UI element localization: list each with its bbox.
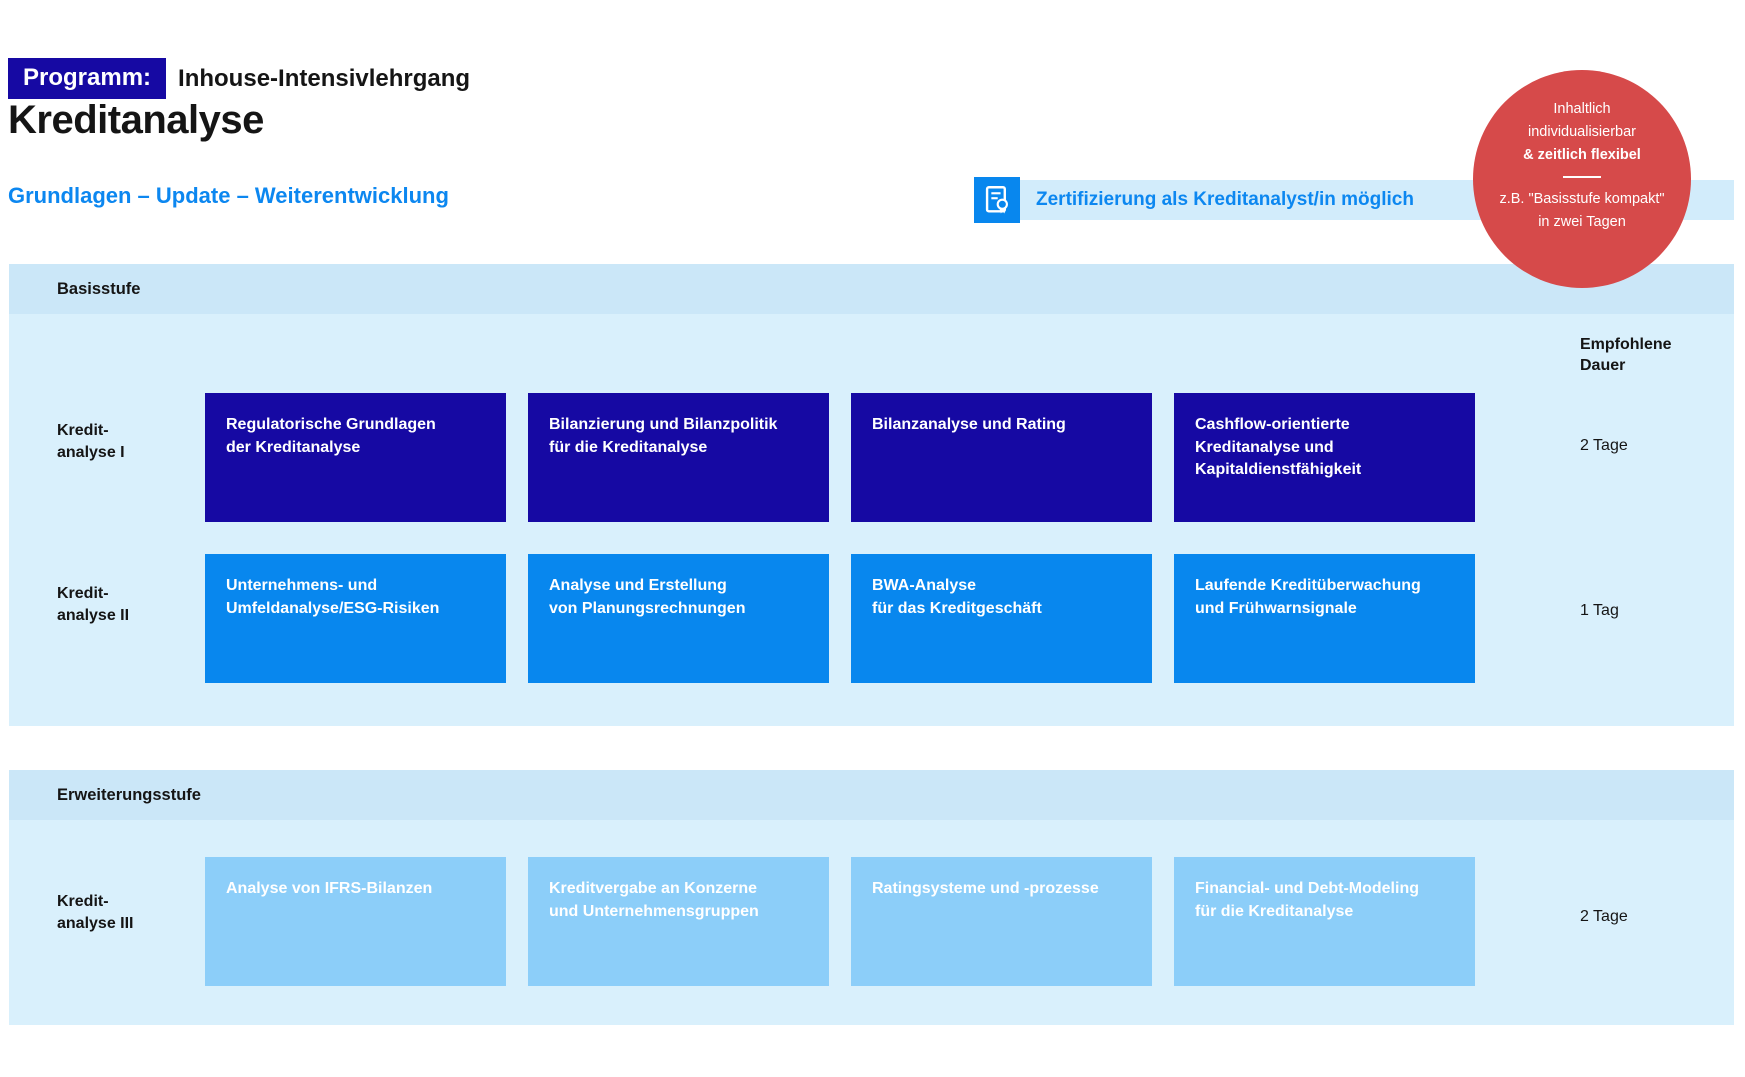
section-title-basisstufe: Basisstufe	[57, 280, 141, 298]
module-card: Cashflow-orientierte Kreditanalyse und K…	[1174, 393, 1475, 522]
page-subtitle: Grundlagen – Update – Weiterentwicklung	[8, 183, 449, 208]
section-body-erweiterungsstufe: Kredit- analyse III Analyse von IFRS-Bil…	[9, 820, 1734, 1025]
certificate-icon-glyph	[985, 186, 1008, 214]
certificate-icon	[974, 177, 1020, 223]
flex-badge-line-1: Inhaltlich	[1553, 101, 1611, 117]
module-card: Unternehmens- und Umfeldanalyse/ESG-Risi…	[205, 554, 506, 683]
course-row-label-kreditanalyse-3: Kredit- analyse III	[57, 893, 134, 932]
duration-value-row-2: 1 Tag	[1580, 602, 1619, 619]
flex-badge-line-4: z.B. "Basisstufe kompakt"	[1499, 191, 1665, 207]
section-title-erweiterungsstufe: Erweiterungsstufe	[57, 786, 201, 804]
duration-value-row-1: 2 Tage	[1580, 437, 1628, 454]
module-card: Kreditvergabe an Konzerne und Unternehme…	[528, 857, 829, 986]
module-card: Bilanzierung und Bilanzpolitik für die K…	[528, 393, 829, 522]
section-band-basisstufe: Basisstufe	[9, 264, 1734, 314]
flex-badge-line-3: & zeitlich flexibel	[1523, 147, 1641, 163]
module-card: Ratingsysteme und -prozesse	[851, 857, 1152, 986]
module-card: Regulatorische Grundlagen der Kreditanal…	[205, 393, 506, 522]
certification-text: Zertifizierung als Kreditanalyst/in mögl…	[1036, 189, 1414, 210]
program-type: Inhouse-Intensivlehrgang	[178, 64, 471, 92]
flex-badge-line-2: individualisierbar	[1528, 124, 1636, 140]
module-card: Laufende Kreditüberwachung und Frühwarns…	[1174, 554, 1475, 683]
flex-badge-line-5: in zwei Tagen	[1538, 214, 1626, 230]
module-card: Analyse von IFRS-Bilanzen	[205, 857, 506, 986]
duration-column-header: Empfohlene Dauer	[1580, 336, 1672, 374]
flex-badge-circle: Inhaltlich individualisierbar & zeitlich…	[1473, 70, 1691, 288]
flex-badge-divider	[1563, 176, 1601, 178]
section-band-erweiterungsstufe: Erweiterungsstufe	[9, 770, 1734, 820]
duration-value-row-3: 2 Tage	[1580, 908, 1628, 925]
section-body-basisstufe: Empfohlene Dauer Kredit- analyse I Regul…	[9, 314, 1734, 726]
module-card: Bilanzanalyse und Rating	[851, 393, 1152, 522]
module-card: Analyse und Erstellung von Planungsrechn…	[528, 554, 829, 683]
program-line: Programm: Inhouse-Intensivlehrgang	[8, 58, 470, 99]
module-card: BWA-Analyse für das Kreditgeschäft	[851, 554, 1152, 683]
course-row-label-kreditanalyse-2: Kredit- analyse II	[57, 585, 130, 624]
page-title: Kreditanalyse	[8, 98, 264, 142]
course-row-label-kreditanalyse-1: Kredit- analyse I	[57, 422, 125, 461]
program-badge: Programm:	[8, 58, 167, 99]
module-card: Financial- und Debt-Modeling für die Kre…	[1174, 857, 1475, 986]
